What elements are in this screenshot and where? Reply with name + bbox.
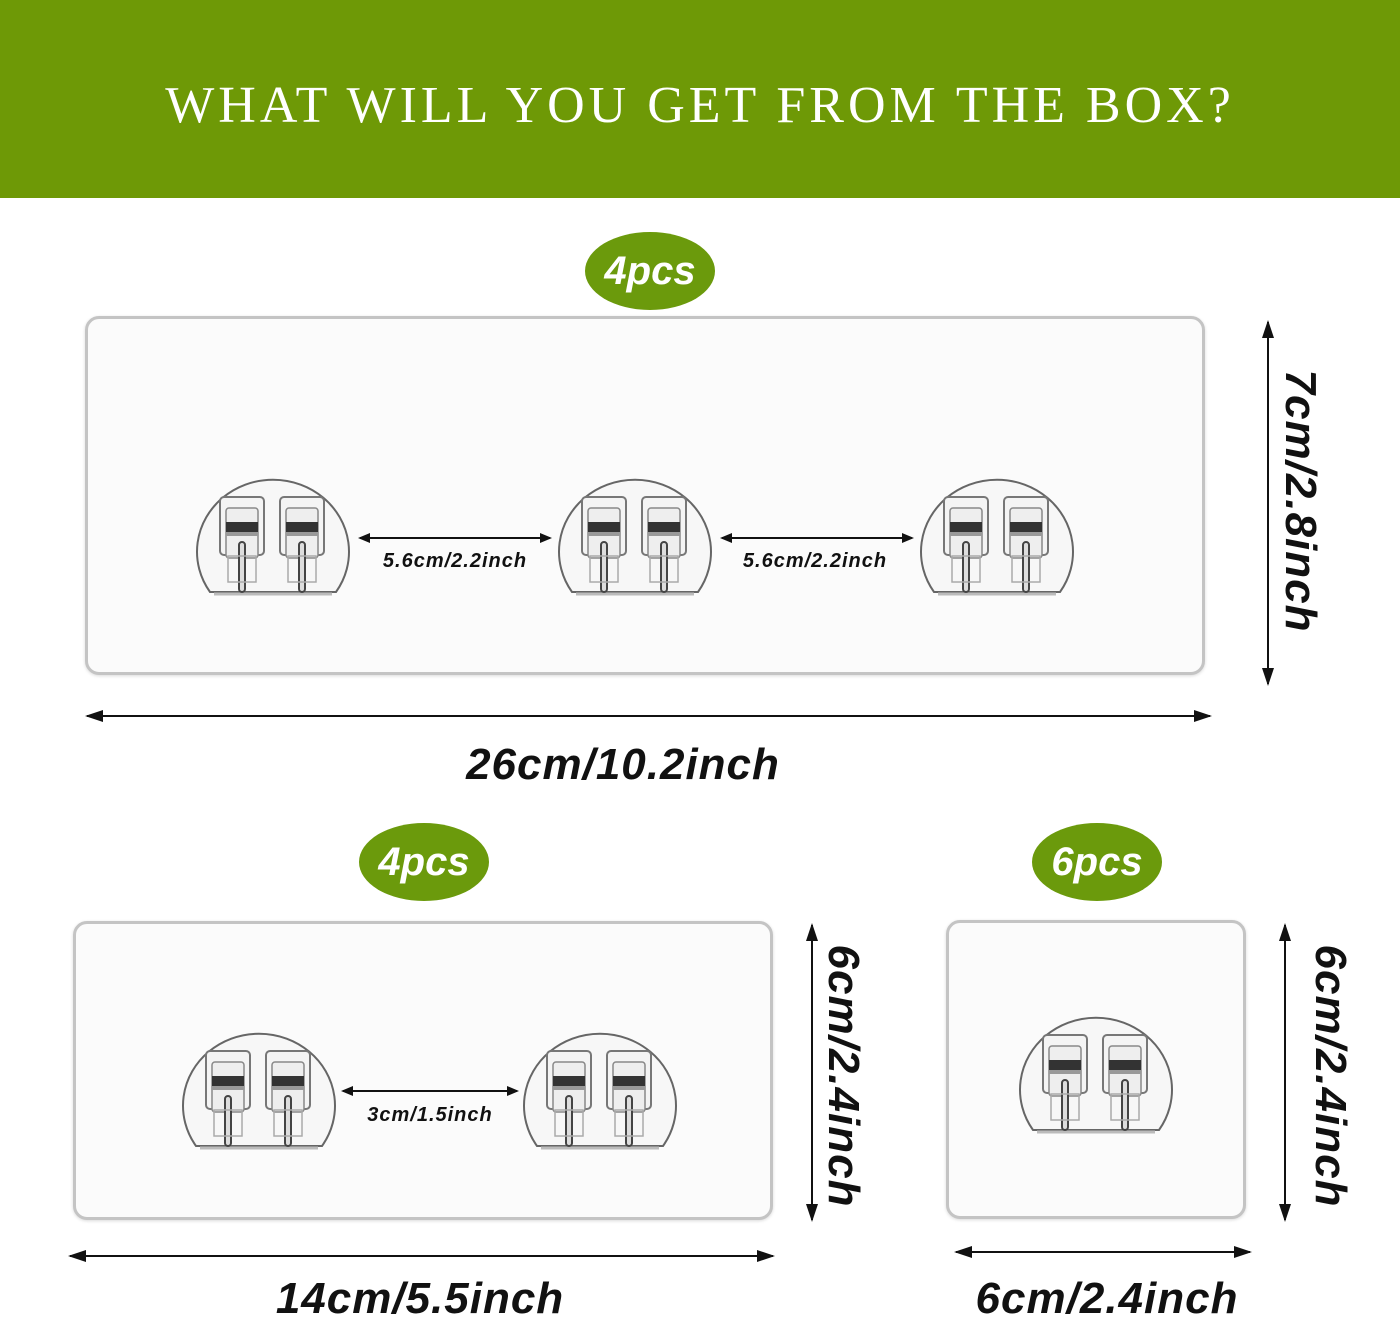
width-label: 26cm/10.2inch <box>466 740 780 789</box>
width-label: 14cm/5.5inch <box>275 1274 565 1323</box>
spacing-arrow <box>720 533 914 543</box>
height-arrow <box>1262 320 1274 686</box>
hook-icon <box>943 496 989 593</box>
hook-cluster <box>552 464 718 600</box>
spacing-label: 3cm/1.5inch <box>367 1104 493 1126</box>
hook-icon <box>546 1050 592 1147</box>
width-label: 6cm/2.4inch <box>975 1274 1239 1323</box>
spacing-arrow <box>341 1086 519 1096</box>
hook-cluster <box>190 464 356 600</box>
hook-icon <box>279 496 325 593</box>
quantity-badge: 4pcs <box>585 232 715 310</box>
hook-icon <box>219 496 265 593</box>
height-arrow <box>806 923 818 1222</box>
width-arrow <box>85 710 1212 722</box>
height-label: 6cm/2.4inch <box>1306 944 1355 1208</box>
hook-cluster <box>176 1018 342 1154</box>
quantity-badge: 4pcs <box>359 823 489 901</box>
page-title: WHAT WILL YOU GET FROM THE BOX? <box>165 77 1235 134</box>
hook-icon <box>265 1050 311 1147</box>
hook-icon <box>205 1050 251 1147</box>
hook-icon <box>1042 1034 1088 1131</box>
hook-icon <box>606 1050 652 1147</box>
height-label: 6cm/2.4inch <box>819 944 868 1208</box>
spacing-label: 5.6cm/2.2inch <box>742 550 888 572</box>
quantity-badge: 6pcs <box>1032 823 1162 901</box>
hook-icon <box>641 496 687 593</box>
width-arrow <box>954 1246 1252 1258</box>
hook-icon <box>1102 1034 1148 1131</box>
height-label: 7cm/2.8inch <box>1276 369 1325 633</box>
hook-icon <box>581 496 627 593</box>
hook-cluster <box>914 464 1080 600</box>
width-arrow <box>68 1250 775 1262</box>
spacing-label: 5.6cm/2.2inch <box>382 550 528 572</box>
spacing-arrow <box>358 533 552 543</box>
hook-icon <box>1003 496 1049 593</box>
hook-cluster <box>1013 1002 1179 1138</box>
hook-cluster <box>517 1018 683 1154</box>
header-banner: WHAT WILL YOU GET FROM THE BOX? <box>0 0 1400 198</box>
height-arrow <box>1279 923 1291 1222</box>
